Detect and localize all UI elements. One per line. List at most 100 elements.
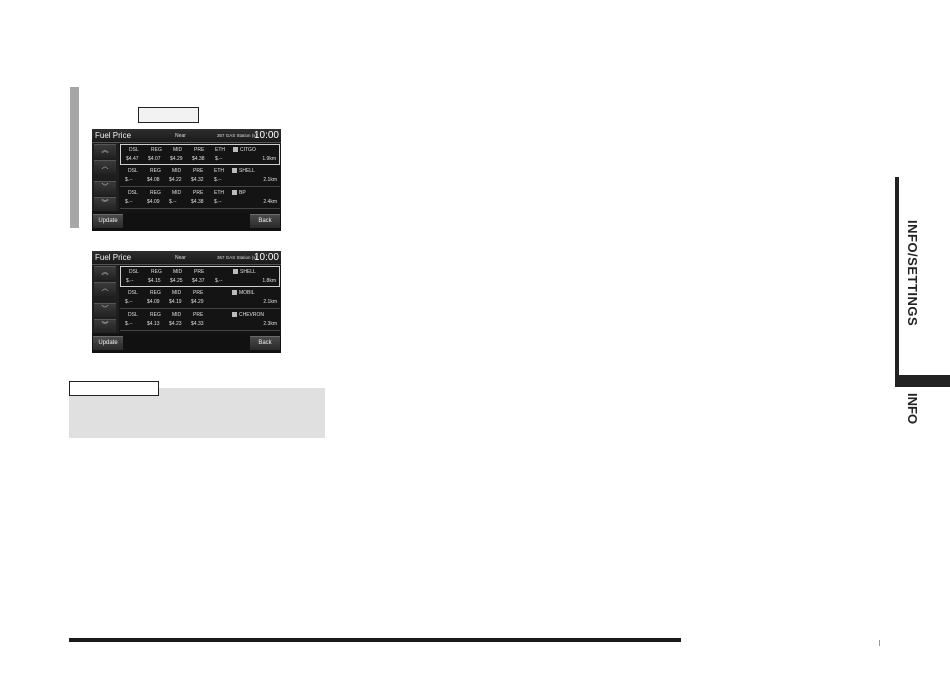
- price-value: $.--: [125, 177, 133, 183]
- price-value: $4.15: [148, 278, 161, 284]
- price-value: $.--: [169, 199, 177, 205]
- screen-title: Fuel Price: [95, 131, 132, 140]
- price-value: $.--: [215, 278, 223, 284]
- fuel-label: MID: [172, 190, 182, 196]
- station-row[interactable]: DSL REG MID PRE SHELL $.-- $4.15 $4.25 $…: [120, 266, 280, 287]
- station-row[interactable]: DSL REG MID PRE ETH SHELL $.-- $4.08 $4.…: [120, 166, 280, 187]
- screen-footer: Update Back: [92, 335, 281, 353]
- fuel-pump-icon: [233, 269, 238, 275]
- fuel-label: PRE: [193, 190, 204, 196]
- fuel-label: ETH: [215, 147, 225, 153]
- note-label-box: [69, 381, 159, 396]
- station-distance: 1.8km: [262, 278, 276, 284]
- screen-header: Fuel Price Near 367 GAS Station (s) 10:0…: [92, 251, 281, 265]
- fuel-label: REG: [150, 168, 161, 174]
- fuel-label: PRE: [193, 290, 204, 296]
- price-value: $.--: [214, 199, 222, 205]
- page-down-icon[interactable]: ︾: [94, 319, 116, 333]
- fuel-price-screen-1: Fuel Price Near 367 GAS Station (s) 10:0…: [92, 129, 281, 231]
- chapter-tab-label: INFO/SETTINGS: [905, 220, 920, 327]
- price-value: $4.47: [126, 156, 139, 162]
- fuel-pump-icon: [232, 290, 237, 296]
- price-value: $4.09: [147, 199, 160, 205]
- fuel-pump-icon: [232, 190, 237, 196]
- station-distance: 2.4km: [263, 199, 277, 205]
- clock: 10:00: [253, 130, 279, 141]
- update-button[interactable]: Update: [93, 214, 123, 228]
- fuel-label: PRE: [193, 168, 204, 174]
- price-value: $4.19: [169, 299, 182, 305]
- fuel-label: MID: [172, 312, 182, 318]
- station-name: MOBIL: [232, 290, 255, 297]
- fuel-label: MID: [172, 290, 182, 296]
- station-count: 367 GAS Station (s): [217, 255, 258, 260]
- page-down-icon[interactable]: ︾: [94, 197, 116, 211]
- price-value: $4.23: [169, 321, 182, 327]
- station-row[interactable]: DSL REG MID PRE ETH BP $.-- $4.09 $.-- $…: [120, 188, 280, 209]
- update-button[interactable]: Update: [93, 336, 123, 350]
- page-footer-rule: [69, 638, 681, 642]
- screen-header: Fuel Price Near 367 GAS Station (s) 10:0…: [92, 129, 281, 143]
- fuel-label: REG: [151, 147, 162, 153]
- price-value: $4.13: [147, 321, 160, 327]
- fuel-label: MID: [173, 269, 183, 275]
- section-tab-label: INFO: [905, 393, 920, 425]
- price-value: $.--: [126, 278, 134, 284]
- clock: 10:00: [253, 252, 279, 263]
- price-value: $4.38: [191, 199, 204, 205]
- scroll-down-icon[interactable]: ﹀: [94, 181, 116, 195]
- back-button[interactable]: Back: [250, 336, 280, 350]
- station-count: 367 GAS Station (s): [217, 133, 258, 138]
- station-distance: 1.9km: [262, 156, 276, 162]
- station-name: SHELL: [232, 168, 255, 175]
- station-name: BP: [232, 190, 246, 197]
- fuel-label: MID: [172, 168, 182, 174]
- fuel-label: ETH: [214, 168, 224, 174]
- chapter-tab: [895, 177, 950, 387]
- fuel-label: PRE: [194, 269, 205, 275]
- station-row[interactable]: DSL REG MID PRE CHEVRON $.-- $4.13 $4.23…: [120, 310, 280, 331]
- fuel-label: REG: [151, 269, 162, 275]
- station-distance: 2.1km: [263, 177, 277, 183]
- page-up-icon[interactable]: ︽: [94, 266, 116, 280]
- station-name: SHELL: [233, 269, 256, 276]
- fuel-label: DSL: [129, 147, 139, 153]
- station-row[interactable]: DSL REG MID PRE ETH CITGO $4.47 $4.07 $4…: [120, 144, 280, 165]
- station-row[interactable]: DSL REG MID PRE MOBIL $.-- $4.09 $4.19 $…: [120, 288, 280, 309]
- fuel-label: REG: [150, 290, 161, 296]
- fuel-label: PRE: [194, 147, 205, 153]
- screen-footer: Update Back: [92, 213, 281, 231]
- price-value: $4.38: [192, 156, 205, 162]
- fuel-pump-icon: [232, 312, 237, 318]
- section-tab-marker: [895, 375, 950, 387]
- scroll-up-icon[interactable]: ︿: [94, 282, 116, 296]
- fuel-label: REG: [150, 312, 161, 318]
- page-up-icon[interactable]: ︽: [94, 144, 116, 158]
- price-value: $.--: [125, 199, 133, 205]
- fuel-label: REG: [150, 190, 161, 196]
- page-tick: [879, 640, 880, 646]
- station-distance: 2.3km: [263, 321, 277, 327]
- price-value: $4.09: [147, 299, 160, 305]
- scroll-up-icon[interactable]: ︿: [94, 160, 116, 174]
- station-distance: 2.1km: [263, 299, 277, 305]
- sort-mode: Near: [175, 133, 186, 139]
- station-name: CITGO: [233, 147, 256, 154]
- fuel-pump-icon: [232, 168, 237, 174]
- back-button[interactable]: Back: [250, 214, 280, 228]
- fuel-label: PRE: [193, 312, 204, 318]
- price-value: $4.29: [191, 299, 204, 305]
- fuel-label: MID: [173, 147, 183, 153]
- scroll-column: ︽ ︿ ﹀ ︾: [92, 265, 119, 333]
- screen-title: Fuel Price: [95, 253, 132, 262]
- scroll-down-icon[interactable]: ﹀: [94, 303, 116, 317]
- price-value: $.--: [125, 299, 133, 305]
- fuel-price-screen-2: Fuel Price Near 367 GAS Station (s) 10:0…: [92, 251, 281, 353]
- screen-tag-box: [138, 107, 199, 123]
- price-value: $.--: [214, 177, 222, 183]
- price-value: $4.07: [148, 156, 161, 162]
- fuel-label: ETH: [214, 190, 224, 196]
- note-panel: [69, 388, 325, 438]
- fuel-label: DSL: [128, 168, 138, 174]
- section-marker-bar: [70, 87, 79, 228]
